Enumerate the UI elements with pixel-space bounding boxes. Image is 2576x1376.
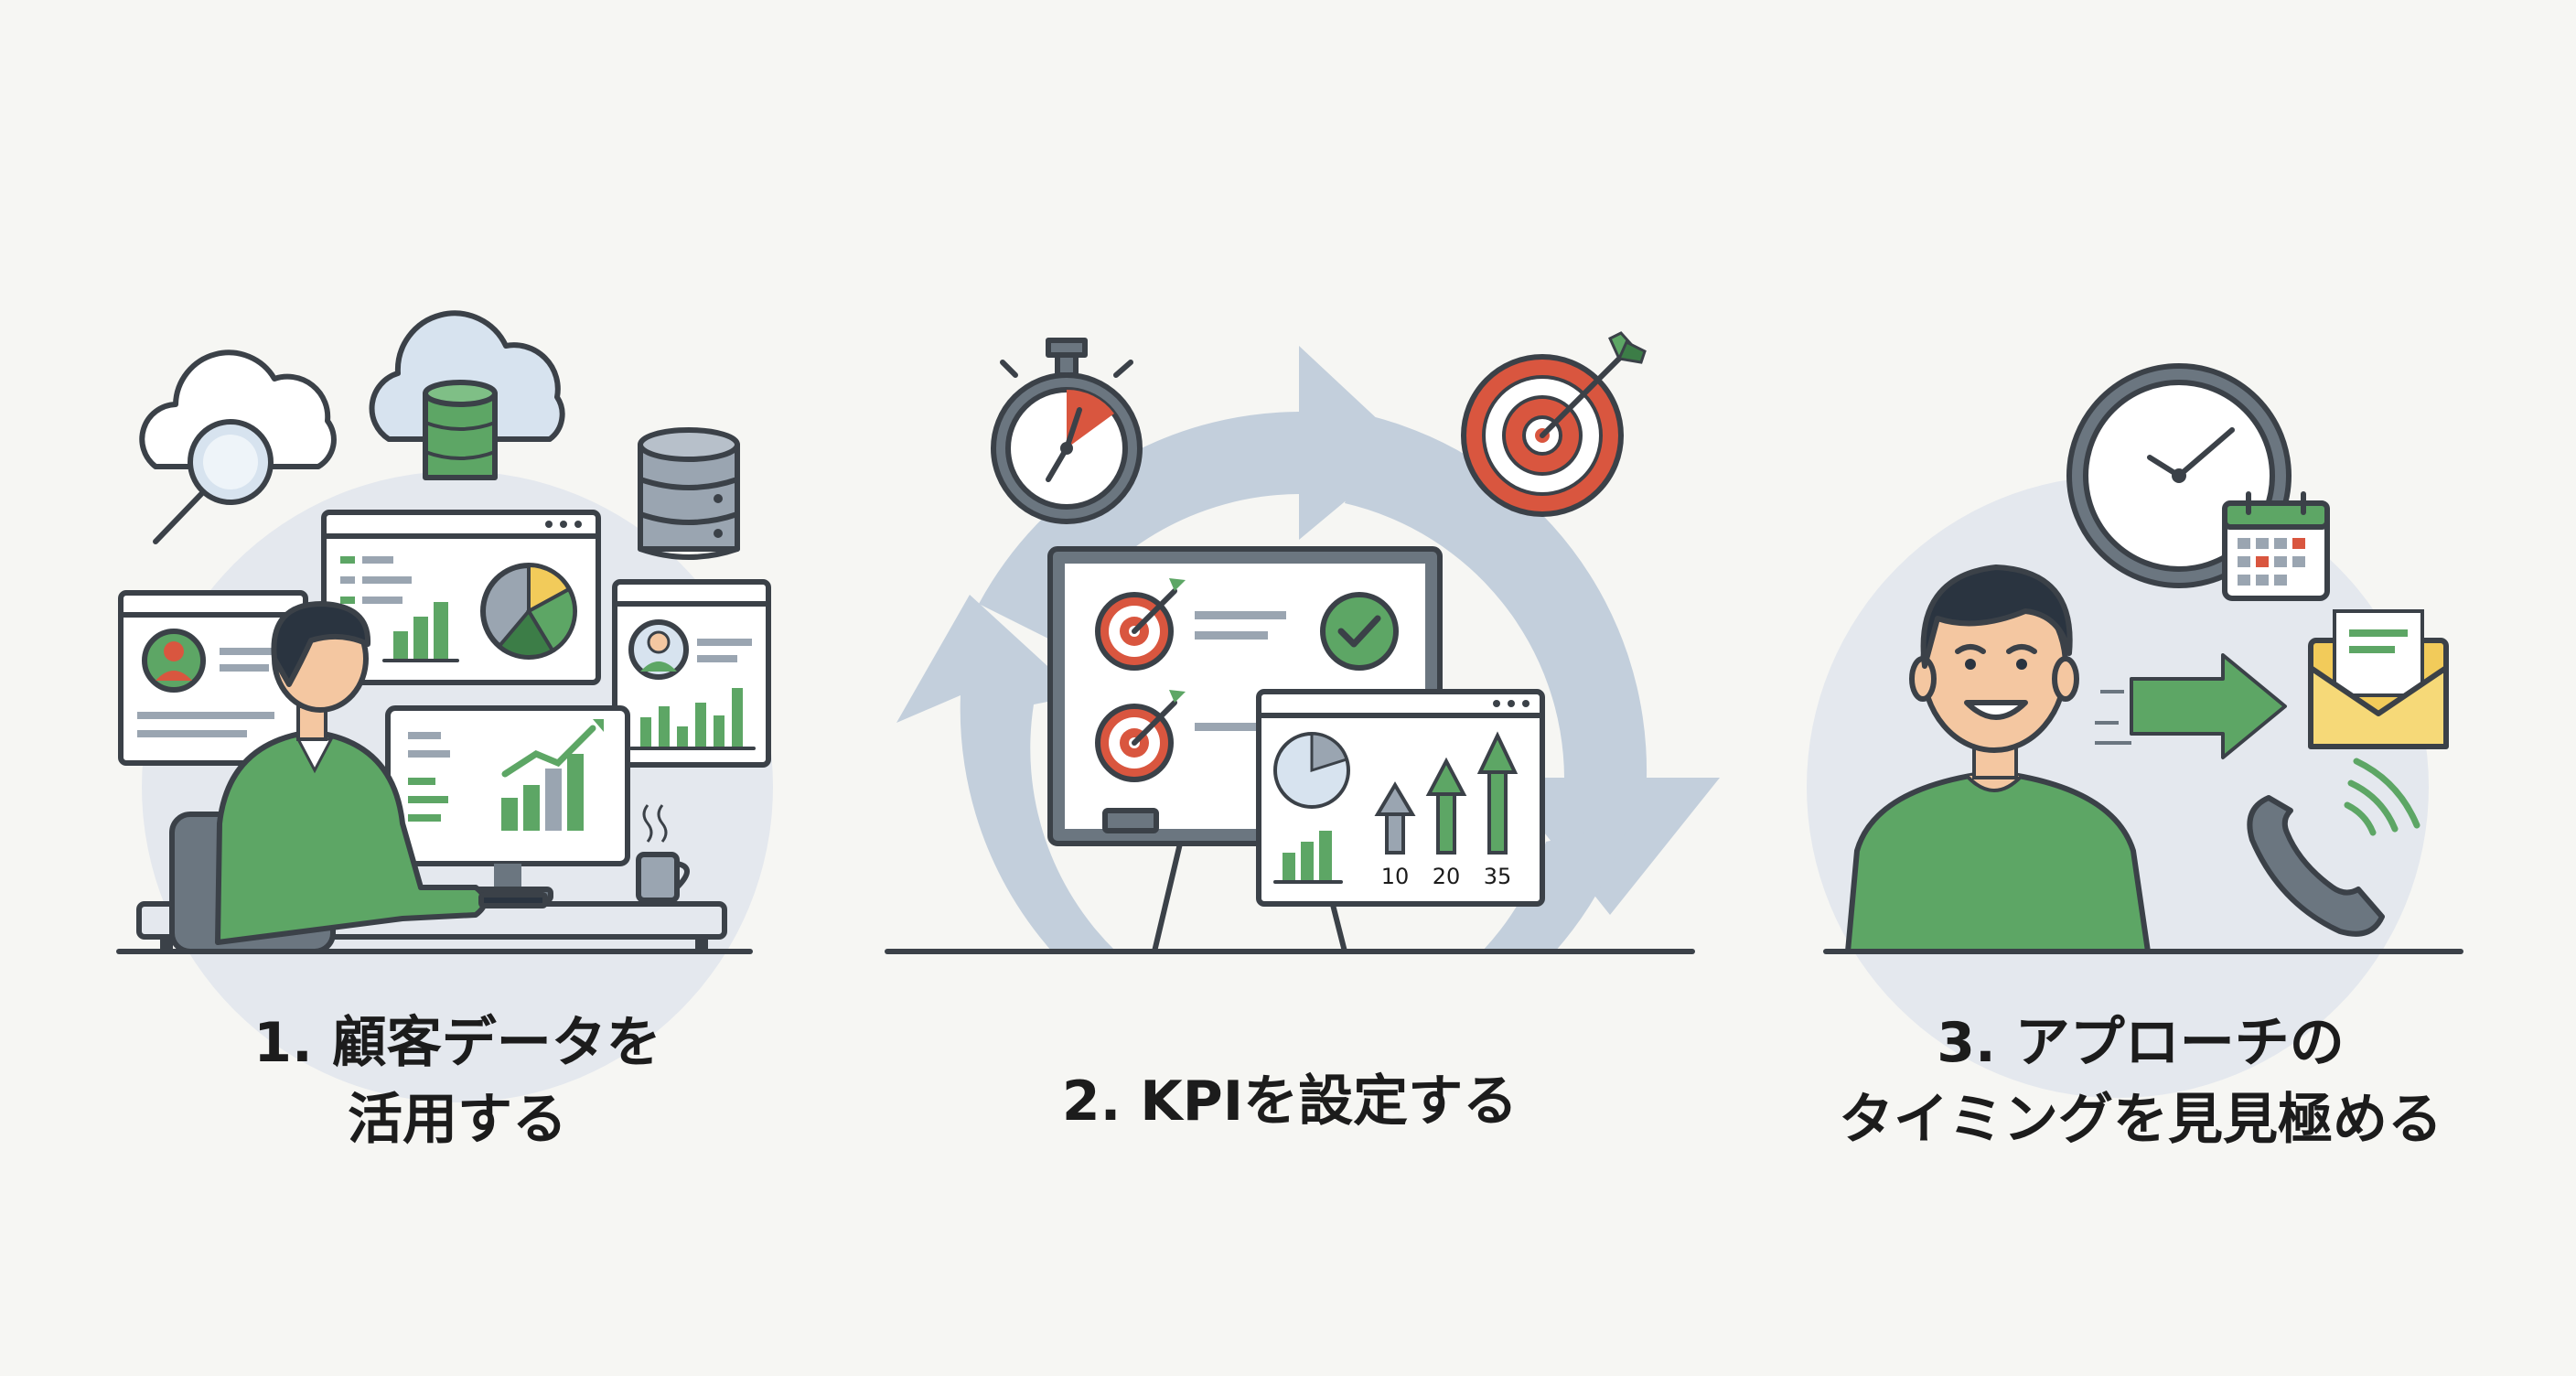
kpi-value-label: 35 [1484, 864, 1512, 889]
kpi-value-label: 10 [1381, 864, 1410, 889]
profile-card-icon [118, 590, 308, 766]
desktop-monitor [385, 705, 630, 903]
growth-arrow-small [1374, 781, 1416, 855]
step3-caption-line1: 3. アプローチの [1937, 1011, 2345, 1075]
step3-illustration [1807, 363, 2463, 1098]
growth-arrow-large [1476, 731, 1519, 855]
dashboard-pie-chart-icon [321, 510, 601, 685]
phone-icon [2247, 758, 2420, 937]
check-circle-icon [1320, 592, 1399, 671]
step2-illustration: 10 20 35 [885, 331, 1720, 954]
step2-caption-line1: 2. KPIを設定する [1061, 1070, 1519, 1134]
step1-caption-line1: 1. 顧客データを [253, 1011, 661, 1075]
person-at-desk-icon [136, 601, 727, 954]
cycle-arrow-right [1345, 416, 1720, 915]
growth-chart-icon: 10 20 35 [1256, 689, 1545, 907]
step1-illustration [116, 310, 773, 1102]
right-arrow-icon [2095, 653, 2287, 759]
cloud-database-icon [369, 310, 565, 480]
user-card-icon [612, 579, 771, 768]
smiling-man-icon [1845, 564, 2151, 954]
calendar-icon [2222, 491, 2330, 601]
step3-caption: 3. アプローチの タイミングを見見極める [1775, 1005, 2506, 1158]
step1-caption-line2: 活用する [348, 1088, 567, 1152]
coffee-mug-icon [636, 804, 690, 903]
target-arrow-icon [1461, 331, 1647, 517]
step1-caption: 1. 顧客データを 活用する [174, 1005, 741, 1158]
kpi-board-icon [1047, 546, 1443, 954]
step2-caption: 2. KPIを設定する [970, 1063, 1610, 1140]
database-icon [638, 427, 740, 560]
step3-caption-line2: タイミングを見見極める [1839, 1088, 2442, 1152]
envelope-icon [2308, 609, 2449, 749]
kpi-value-label: 20 [1433, 864, 1461, 889]
cloud-search-icon [139, 349, 337, 544]
stopwatch-icon [991, 338, 1143, 524]
growth-arrow-medium [1425, 757, 1467, 855]
cycle-arrow-bottom-right [1482, 823, 1628, 951]
